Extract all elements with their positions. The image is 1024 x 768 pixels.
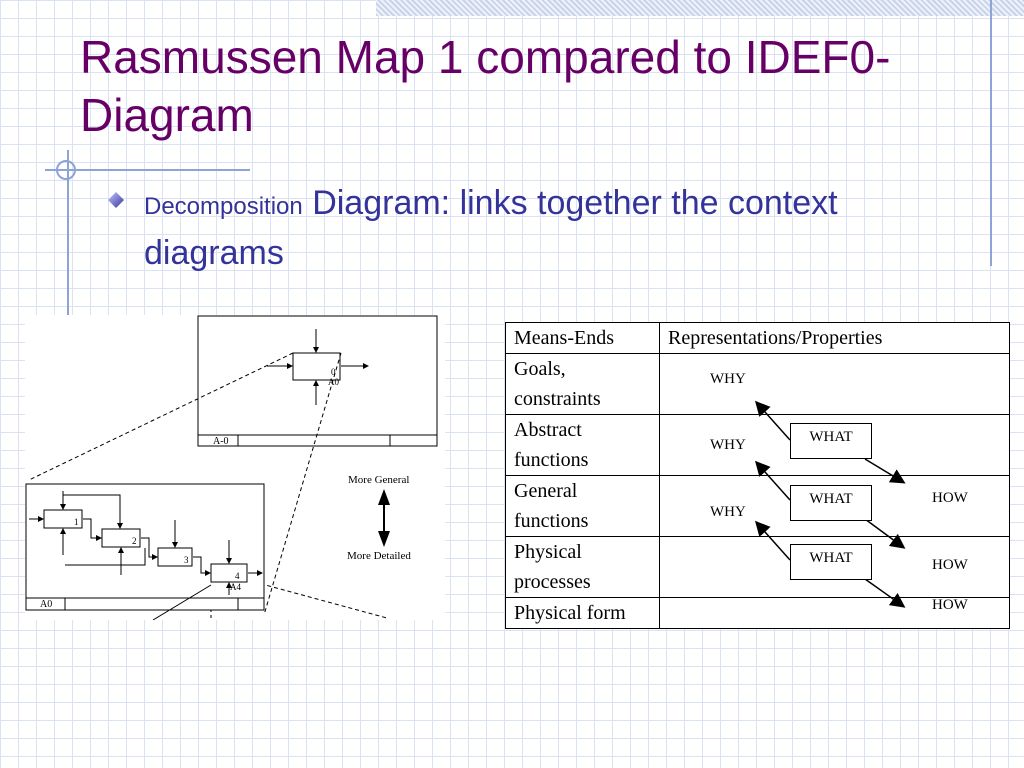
decor-circle-icon [56, 160, 76, 180]
idef0-diagram: A-0 0 A0 A0 1 [25, 315, 445, 620]
bullet-item: Decomposition Diagram: links together th… [108, 180, 888, 276]
bullet-large-text: Diagram: links together the context diag… [144, 184, 838, 272]
table-row: Abstract functions [505, 414, 1010, 476]
table-row: Goals, constraints [505, 353, 1010, 415]
up-arrow-icon [378, 489, 390, 505]
idef0-diagram-svg: A-0 0 A0 A0 1 [25, 315, 438, 620]
row-level-label: Goals, constraints [505, 353, 660, 415]
decor-horizontal-line [45, 169, 250, 171]
row-level-label: Abstract functions [505, 414, 660, 476]
svg-text:2: 2 [132, 536, 137, 546]
decor-vertical-line-right [990, 0, 992, 266]
context-footer-label: A-0 [213, 436, 229, 447]
svg-text:1: 1 [74, 517, 79, 527]
legend-more-detailed: More Detailed [347, 550, 411, 562]
context-box-number: 0 [331, 367, 336, 377]
header-means-ends: Means-Ends [505, 322, 660, 354]
diamond-bullet-icon [108, 192, 124, 208]
decomposition-diagram-frame: A0 [25, 483, 265, 611]
decomp-box-1: 1 [43, 509, 83, 529]
svg-text:3: 3 [184, 555, 189, 565]
slide-title: Rasmussen Map 1 compared to IDEF0- Diagr… [80, 31, 891, 141]
bullet-text: Decomposition Diagram: links together th… [144, 180, 888, 276]
table-row: Physical form [505, 597, 1010, 629]
table-header-row: Means-Ends Representations/Properties [505, 322, 1010, 354]
table-row: General functions [505, 475, 1010, 537]
decomp-box-2: 2 [101, 528, 141, 548]
legend-more-general: More General [348, 474, 409, 486]
decomposition-dashed-lines [28, 352, 388, 620]
context-box-node: A0 [328, 377, 339, 387]
decomp-footer-label: A0 [40, 599, 52, 610]
row-level-label: Physical processes [505, 536, 660, 598]
corner-pattern-band [376, 0, 1024, 16]
svg-text:A4: A4 [230, 582, 241, 592]
row-level-label: General functions [505, 475, 660, 537]
row-level-label: Physical form [505, 597, 660, 629]
decomp-connectors [29, 491, 263, 620]
decor-vertical-line-left [67, 150, 69, 318]
svg-text:4: 4 [235, 571, 240, 581]
header-representations: Representations/Properties [659, 322, 1010, 354]
rasmussen-table: Means-Ends Representations/Properties Go… [505, 322, 1010, 629]
table-row: Physical processes [505, 536, 1010, 598]
down-arrow-icon [378, 531, 390, 547]
generality-legend: More General More Detailed [347, 474, 411, 562]
bullet-small-text: Decomposition [144, 193, 303, 220]
decomp-box-3: 3 [157, 547, 193, 567]
context-a0-box: 0 A0 [267, 329, 369, 405]
